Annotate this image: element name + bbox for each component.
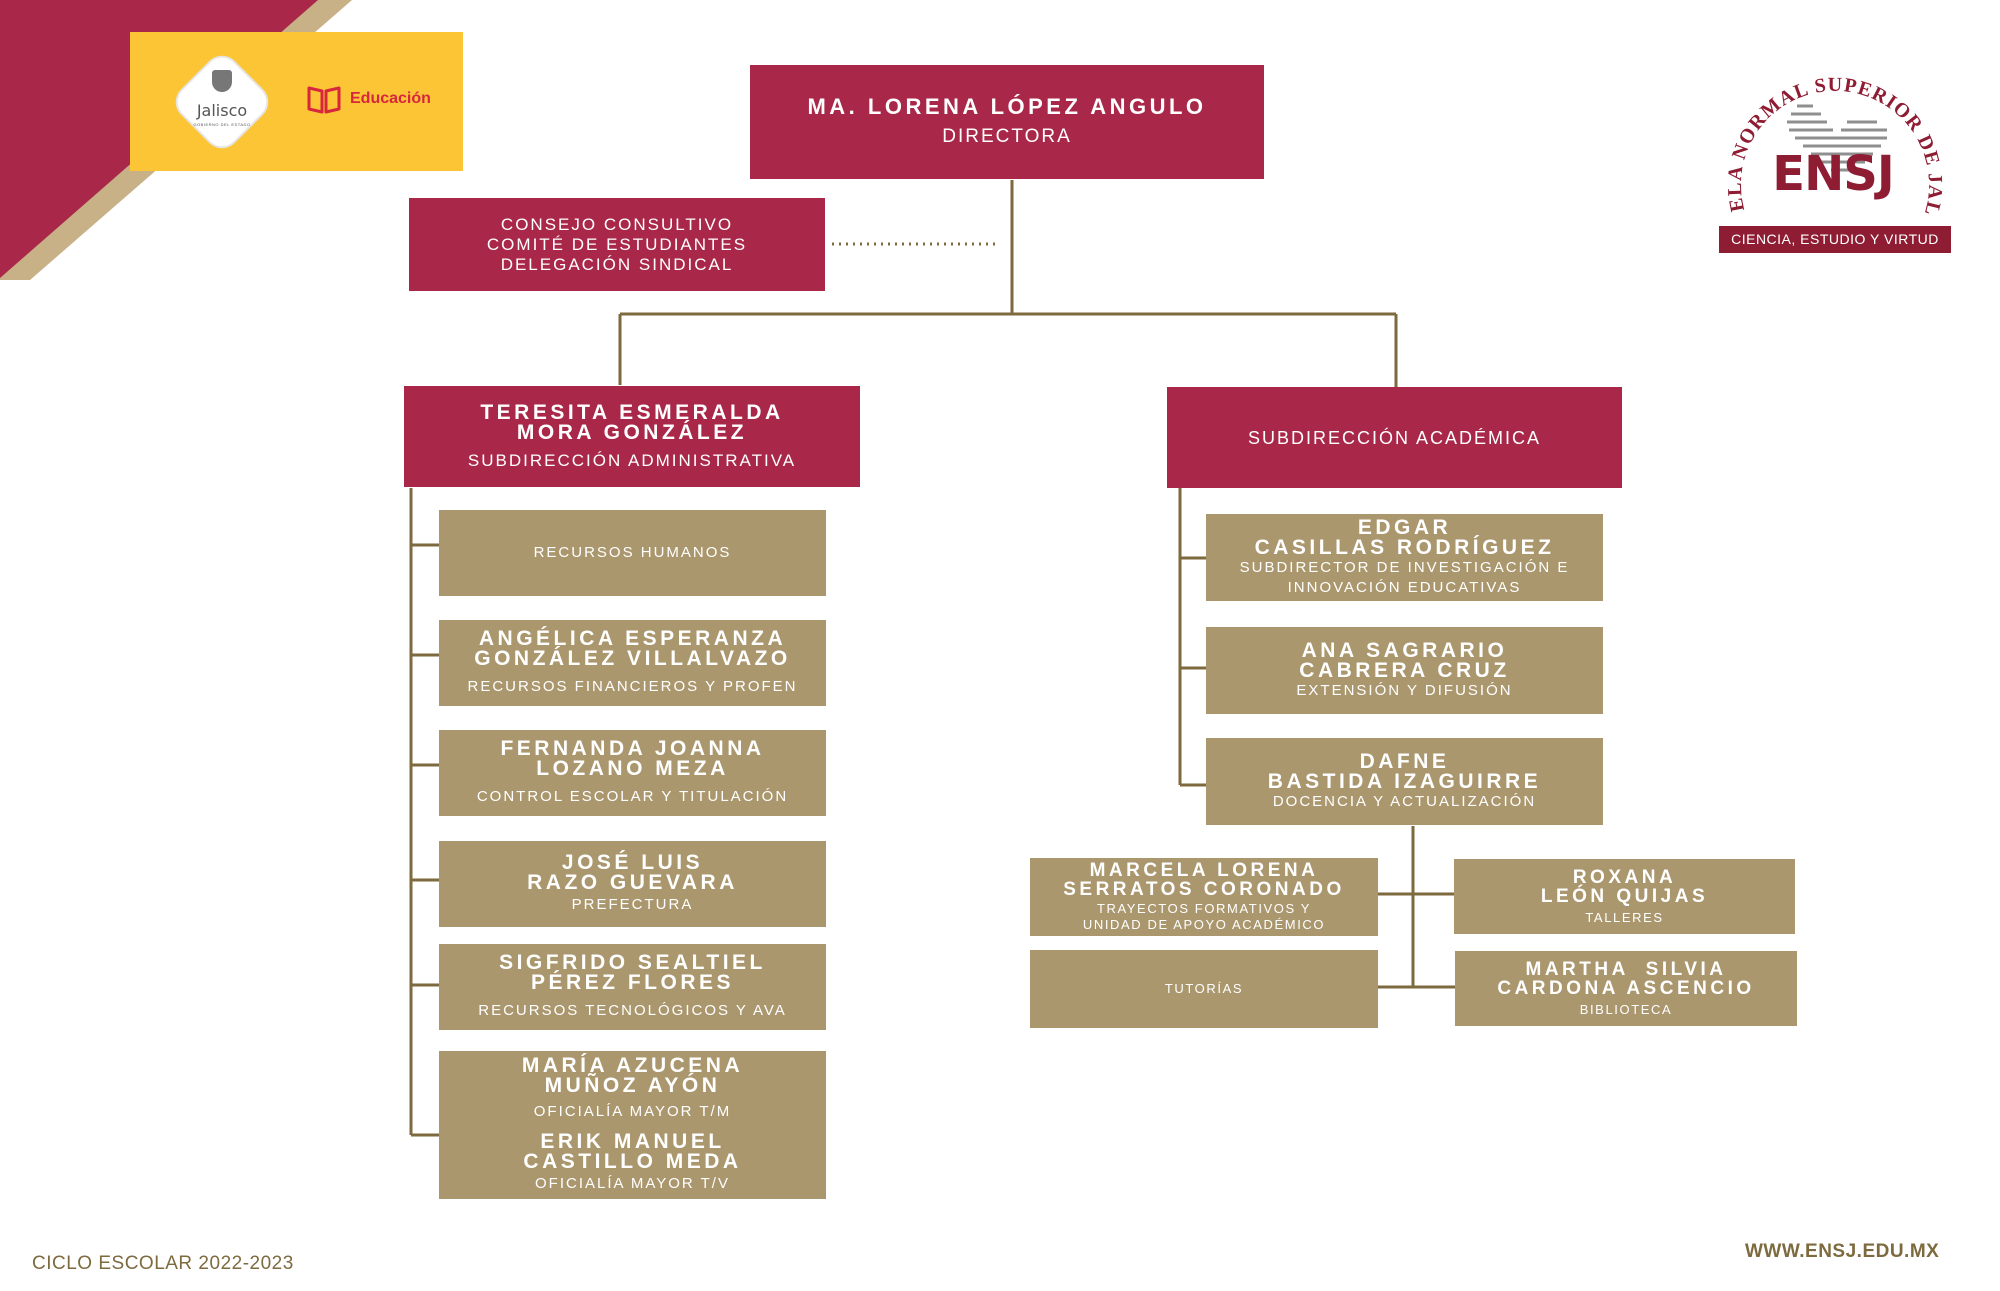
person-name-line: PÉREZ FLORES: [530, 971, 735, 994]
person-name-line: CASILLAS RODRÍGUEZ: [1254, 535, 1555, 559]
docencia-unit-box: MARTHA SILVIA CARDONA ASCENCIO BIBLIOTEC…: [1455, 951, 1797, 1026]
jalisco-logo-text: Jalisco: [196, 101, 248, 120]
unit-role: OFICIALÍA MAYOR T/V: [535, 1175, 730, 1192]
council-line: COMITÉ DE ESTUDIANTES: [486, 234, 748, 254]
academic-subdirection-box: SUBDIRECCIÓN ACADÉMICA: [1167, 387, 1622, 488]
school-cycle-label: CICLO ESCOLAR 2022-2023: [32, 1253, 294, 1274]
jalisco-logo: Jalisco GOBIERNO DEL ESTADO: [170, 50, 274, 154]
council-line: CONSEJO CONSULTIVO: [500, 214, 734, 234]
person-name-line: BASTIDA IZAGUIRRE: [1267, 769, 1542, 793]
unit-role-line: BIBLIOTECA: [1579, 1001, 1673, 1017]
person-name-line: JOSÉ LUIS: [561, 851, 704, 874]
unit-role-line: UNIDAD DE APOYO ACADÉMICO: [1082, 917, 1326, 932]
docencia-unit-box: TUTORÍAS: [1030, 950, 1378, 1028]
unit-role: CONTROL ESCOLAR Y TITULACIÓN: [476, 788, 789, 805]
person-name-line: ROXANA: [1572, 866, 1677, 888]
book-icon: [307, 86, 341, 114]
unit-role: RECURSOS HUMANOS: [533, 544, 732, 561]
person-name-line: MARÍA AZUCENA: [521, 1054, 744, 1077]
director-name: MA. LORENA LÓPEZ ANGULO: [807, 94, 1207, 119]
unit-role-line: TUTORÍAS: [1164, 981, 1244, 996]
academic-unit-box: ANA SAGRARIO CABRERA CRUZ EXTENSIÓN Y DI…: [1206, 627, 1603, 714]
unit-role: SUBDIRECCIÓN ADMINISTRATIVA: [467, 450, 797, 470]
person-name-line: CASTILLO MEDA: [523, 1150, 742, 1173]
person-name-line: MORA GONZÁLEZ: [516, 420, 748, 444]
admin-unit-box: FERNANDA JOANNA LOZANO MEZA CONTROL ESCO…: [439, 730, 826, 816]
ensj-acronym: ENSJ: [1772, 146, 1894, 202]
person-name-line: LEÓN QUIJAS: [1540, 885, 1709, 907]
admin-unit-box: ANGÉLICA ESPERANZA GONZÁLEZ VILLALVAZO R…: [439, 620, 826, 706]
unit-role-line: SUBDIRECTOR DE INVESTIGACIÓN E: [1239, 558, 1570, 576]
unit-role: RECURSOS TECNOLÓGICOS Y AVA: [478, 1002, 787, 1019]
person-name-line: ERIK MANUEL: [540, 1130, 725, 1153]
jalisco-crest-icon: [212, 70, 232, 92]
website-link[interactable]: WWW.ENSJ.EDU.MX: [1745, 1241, 1940, 1262]
person-name-line: CARDONA ASCENCIO: [1497, 977, 1755, 999]
ensj-motto: CIENCIA, ESTUDIO Y VIRTUD: [1719, 226, 1951, 253]
ensj-seal: ESCUELA NORMAL SUPERIOR DE JALISCO ENSJ …: [1715, 42, 1951, 257]
unit-role: SUBDIRECCIÓN ACADÉMICA: [1247, 427, 1542, 448]
academic-unit-box: EDGAR CASILLAS RODRÍGUEZ SUBDIRECTOR DE …: [1206, 514, 1603, 601]
person-name-line: ANGÉLICA ESPERANZA: [478, 627, 787, 650]
admin-unit-box: SIGFRIDO SEALTIEL PÉREZ FLORES RECURSOS …: [439, 944, 826, 1030]
person-name-line: RAZO GUEVARA: [527, 871, 738, 894]
unit-role-line: DOCENCIA Y ACTUALIZACIÓN: [1272, 792, 1537, 810]
unit-role: RECURSOS FINANCIEROS Y PROFEN: [467, 678, 798, 695]
director-role: DIRECTORA: [942, 126, 1072, 147]
unit-role-line: EXTENSIÓN Y DIFUSIÓN: [1296, 681, 1513, 699]
unit-role: PREFECTURA: [571, 896, 694, 913]
person-name-line: DAFNE: [1359, 749, 1450, 773]
person-name-line: FERNANDA JOANNA: [500, 737, 765, 760]
docencia-unit-box: MARCELA LORENA SERRATOS CORONADO TRAYECT…: [1030, 858, 1378, 936]
admin-subdirection-box: TERESITA ESMERALDA MORA GONZÁLEZ SUBDIRE…: [404, 386, 860, 487]
jalisco-education-banner: Jalisco GOBIERNO DEL ESTADO Educación: [130, 32, 463, 171]
person-name-line: LOZANO MEZA: [536, 757, 729, 780]
jalisco-map-icon: [1787, 104, 1887, 172]
person-name-line: SIGFRIDO SEALTIEL: [499, 951, 766, 974]
person-name-line: GONZÁLEZ VILLALVAZO: [474, 647, 791, 670]
admin-unit-box: RECURSOS HUMANOS: [439, 510, 826, 596]
unit-role-line: TRAYECTOS FORMATIVOS Y: [1096, 901, 1312, 916]
unit-role: OFICIALÍA MAYOR T/M: [533, 1103, 732, 1120]
person-name-line: MUÑOZ AYÓN: [544, 1074, 721, 1097]
jalisco-logo-subtext: GOBIERNO DEL ESTADO: [193, 122, 251, 127]
person-name-line: MARTHA SILVIA: [1525, 958, 1727, 980]
unit-role-line: INNOVACIÓN EDUCATIVAS: [1287, 578, 1522, 596]
docencia-unit-box: ROXANA LEÓN QUIJAS TALLERES: [1454, 859, 1795, 934]
council-box: CONSEJO CONSULTIVO COMITÉ DE ESTUDIANTES…: [409, 198, 825, 291]
person-name-line: ANA SAGRARIO: [1301, 638, 1508, 662]
person-name-line: EDGAR: [1357, 515, 1452, 539]
admin-unit-box: JOSÉ LUIS RAZO GUEVARA PREFECTURA: [439, 841, 826, 927]
person-name-line: CABRERA CRUZ: [1299, 658, 1510, 682]
admin-unit-box: MARÍA AZUCENA MUÑOZ AYÓN OFICIALÍA MAYOR…: [439, 1051, 826, 1199]
unit-role-line: TALLERES: [1585, 909, 1664, 925]
education-label: Educación: [350, 90, 431, 107]
person-name-line: SERRATOS CORONADO: [1063, 879, 1345, 900]
director-box: MA. LORENA LÓPEZ ANGULO DIRECTORA: [750, 65, 1264, 179]
person-name-line: MARCELA LORENA: [1089, 860, 1319, 881]
person-name-line: TERESITA ESMERALDA: [480, 400, 784, 424]
council-line: DELEGACIÓN SINDICAL: [500, 254, 734, 274]
academic-unit-box: DAFNE BASTIDA IZAGUIRRE DOCENCIA Y ACTUA…: [1206, 738, 1603, 825]
